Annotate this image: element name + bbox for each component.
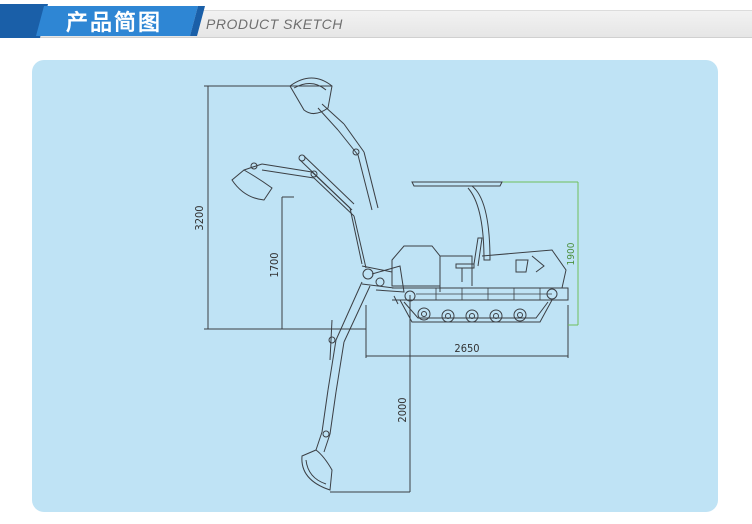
dim-line-dig-depth [330, 295, 411, 493]
lower-bucket [301, 281, 371, 491]
dim-label-length: 2650 [454, 342, 479, 355]
page-subtitle: PRODUCT SKETCH [206, 16, 343, 32]
track-wheels [417, 307, 527, 323]
section-header: 产品简图 PRODUCT SKETCH [0, 0, 752, 40]
middle-bucket [231, 154, 367, 269]
upper-bucket [289, 77, 379, 211]
track-details [416, 288, 552, 300]
dim-line-length [365, 305, 569, 358]
excavator-body [371, 181, 569, 323]
excavator-sketch: 3200 1700 2000 2650 1900 [193, 77, 579, 493]
dim-line-dump-height [281, 196, 294, 329]
dim-label-max-height: 3200 [193, 205, 206, 230]
dim-label-canopy-height: 1900 [566, 242, 577, 265]
dim-label-dig-depth: 2000 [396, 397, 409, 422]
dim-line-canopy-height [502, 181, 579, 326]
dim-line-max-height [204, 85, 366, 330]
sketch-panel: 3200 1700 2000 2650 1900 [32, 60, 718, 512]
page-title: 产品简图 [66, 11, 163, 36]
dim-label-dump-height: 1700 [268, 252, 281, 277]
header-tab [0, 4, 205, 38]
